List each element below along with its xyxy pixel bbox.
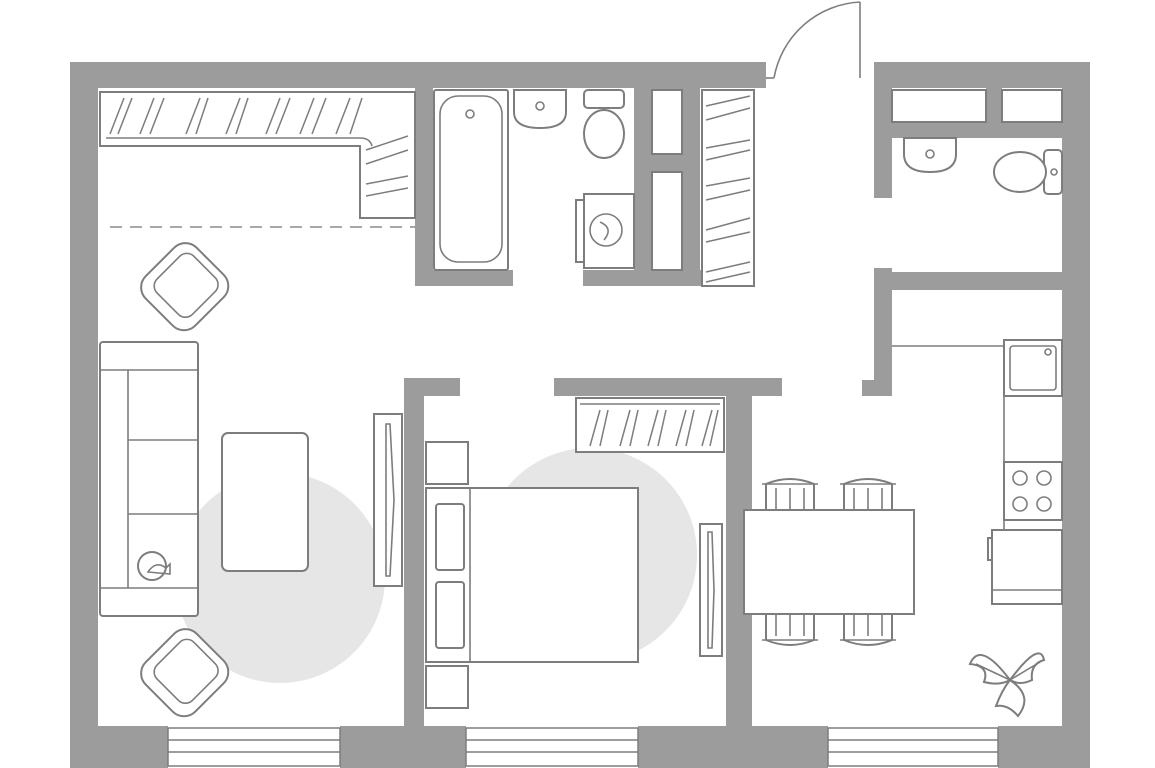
- washing-machine: [575, 193, 635, 269]
- nightstand-top: [425, 441, 469, 485]
- bedroom-wardrobe: [575, 397, 725, 453]
- bedroom-wall-top-a: [404, 378, 460, 396]
- cooktop: [1003, 461, 1063, 521]
- wall-bottom-2: [340, 726, 466, 768]
- wc-toilet: [993, 149, 1063, 195]
- wall-bottom-4: [998, 726, 1090, 768]
- wc-wall-divider: [986, 88, 1002, 122]
- wardrobe-hatching: [109, 97, 409, 197]
- sofa: [99, 341, 199, 617]
- shaft-box-bottom: [651, 171, 683, 271]
- dining-table: [743, 509, 915, 615]
- tv-stand-bedroom: [699, 523, 723, 657]
- wc-shelf-left: [891, 89, 987, 123]
- oven: [987, 529, 1063, 605]
- bedroom-wall-top-b: [554, 378, 782, 396]
- bath-wall-left: [415, 88, 433, 286]
- window-kitchen: [827, 727, 999, 767]
- wall-left: [70, 62, 98, 768]
- wc-wall-shelf: [874, 122, 1062, 138]
- washbasin: [513, 89, 567, 130]
- shaft-wall-right: [682, 88, 700, 286]
- chair-bottom-right: [840, 613, 896, 646]
- window-bedroom: [465, 727, 639, 767]
- armchair-top: [140, 242, 230, 332]
- chair-bottom-left: [762, 613, 818, 646]
- hall-wardrobe: [701, 89, 755, 287]
- coffee-table: [221, 432, 309, 572]
- shaft-wall-mid: [652, 154, 700, 172]
- plant-icon: [968, 652, 1046, 718]
- wc-wall-bottom: [874, 272, 1062, 290]
- wall-top-left: [70, 62, 762, 88]
- wall-top-right: [874, 62, 1090, 88]
- living-bedroom-wall: [404, 378, 424, 726]
- corner-wardrobe: [99, 91, 416, 219]
- bath-wall-bottom-a: [415, 270, 513, 286]
- wall-right: [1062, 62, 1090, 768]
- cat-icon: [137, 551, 171, 581]
- tv-stand-living: [373, 413, 403, 587]
- windows: [167, 727, 999, 767]
- bath-wall-right: [634, 88, 652, 286]
- nightstand-bottom: [425, 665, 469, 709]
- wc-shelf-right: [1001, 89, 1063, 123]
- kitchen-wall-left: [874, 268, 892, 396]
- door-swing-icon: [762, 1, 861, 88]
- kitchen-wall-stub: [862, 380, 892, 396]
- chair-top-right: [840, 478, 896, 511]
- walls: [70, 62, 1090, 768]
- toilet: [583, 89, 625, 159]
- bathtub: [433, 89, 509, 271]
- shaft-box-top: [651, 89, 683, 155]
- wc-washbasin: [903, 137, 957, 174]
- wall-bottom-3: [638, 726, 828, 768]
- window-living-room: [167, 727, 341, 767]
- double-bed: [425, 487, 639, 663]
- wall-bottom-1: [70, 726, 168, 768]
- armchair-bottom: [140, 628, 230, 718]
- chair-top-left: [762, 478, 818, 511]
